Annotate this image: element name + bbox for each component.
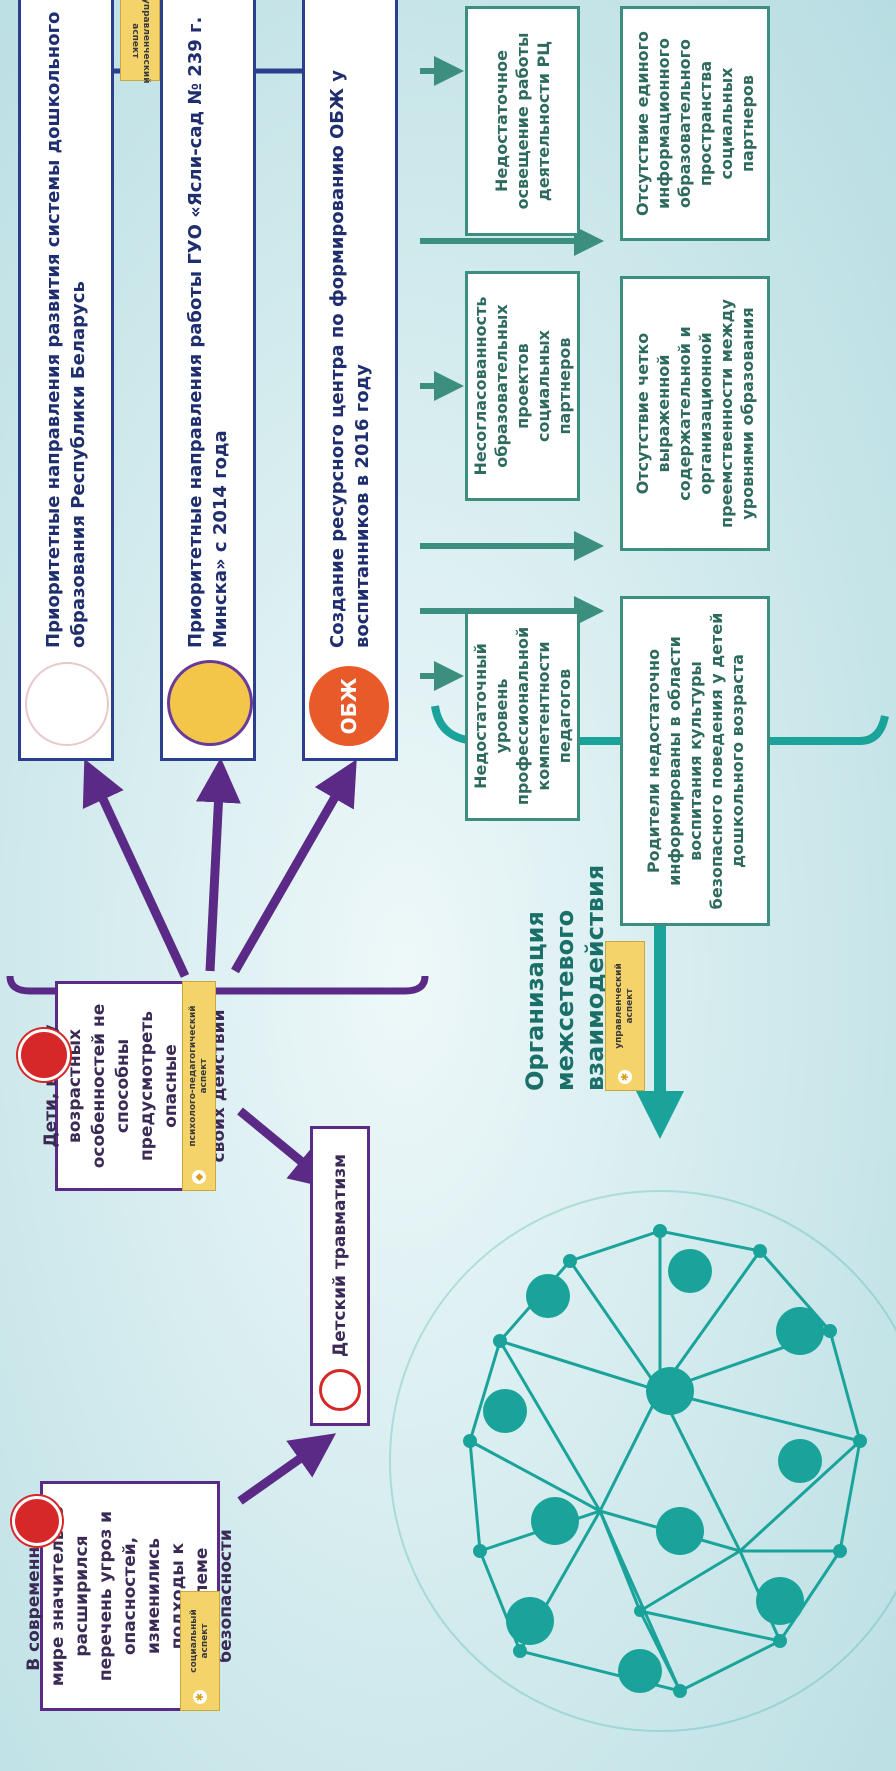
priority-3-text: Создание ресурсного центра по формирован… [327, 69, 373, 648]
obzh-logo: ОБЖ [309, 666, 389, 746]
problem-3-box: Недостаточное освещение работы деятельно… [465, 6, 580, 236]
priority-1-text: Приоритетные направления развития систем… [43, 11, 89, 648]
problem-1-box: Недостаточный уровень профессиональной к… [465, 611, 580, 821]
gear-icon: ✱ [193, 1690, 207, 1704]
mgmt-tag: ✱ управленческий аспект [120, 0, 160, 84]
priority-2-text: Приоритетные направления работы ГУО «Ясл… [185, 16, 231, 648]
children-icon [18, 1029, 70, 1081]
priority-1-box: Приоритетные направления развития систем… [18, 0, 114, 761]
gear-icon: ✱ [618, 1070, 632, 1084]
ministry-logo [25, 662, 109, 746]
problem-6-box: Отсутствие единого информационного образ… [620, 6, 770, 241]
problem-5-box: Отсутствие четко выраженной содержательн… [620, 276, 770, 551]
network-nodes [463, 1224, 867, 1698]
problem-2-box: Несогласованность образовательных проект… [465, 271, 580, 501]
network-hubs [483, 1249, 824, 1693]
kindergarten-logo [167, 660, 253, 746]
network-tag: ✱ управленческий аспект [605, 941, 645, 1091]
problem-4-box: Родители недостаточно информированы в об… [620, 596, 770, 926]
problem-1-text: Недостаточный уровень профессиональной к… [471, 626, 574, 806]
psych-tag: ◆ психолого-педагогический аспект [182, 981, 216, 1191]
arrow-to-p1 [82, 758, 190, 978]
social-tag: ✱ социальный аспект [180, 1591, 220, 1711]
problem-2-text: Несогласованность образовательных проект… [471, 296, 574, 476]
network-title: Организация межсетевого взаимодействия [521, 864, 609, 1091]
trauma-box: Детский травматизм [310, 1126, 370, 1426]
problem-5-text: Отсутствие четко выраженной содержательн… [633, 299, 757, 528]
priority-3-box: Создание ресурсного центра по формирован… [302, 0, 398, 761]
graduation-cap-icon: ◆ [192, 1170, 206, 1184]
priority-2-box: Приоритетные направления работы ГУО «Ясл… [160, 0, 256, 761]
problem-4-text: Родители недостаточно информированы в об… [643, 612, 747, 910]
no-children-icon [319, 1369, 361, 1411]
bomb-icon [12, 1496, 62, 1546]
arrow-to-p3 [231, 759, 357, 974]
problem-6-text: Отсутствие единого информационного образ… [633, 31, 757, 216]
problem-3-text: Недостаточное освещение работы деятельно… [492, 32, 553, 210]
arrow-social-to-trauma [237, 1433, 337, 1505]
trauma-text: Детский травматизм [330, 1153, 350, 1357]
arrow-to-p2 [195, 757, 241, 972]
